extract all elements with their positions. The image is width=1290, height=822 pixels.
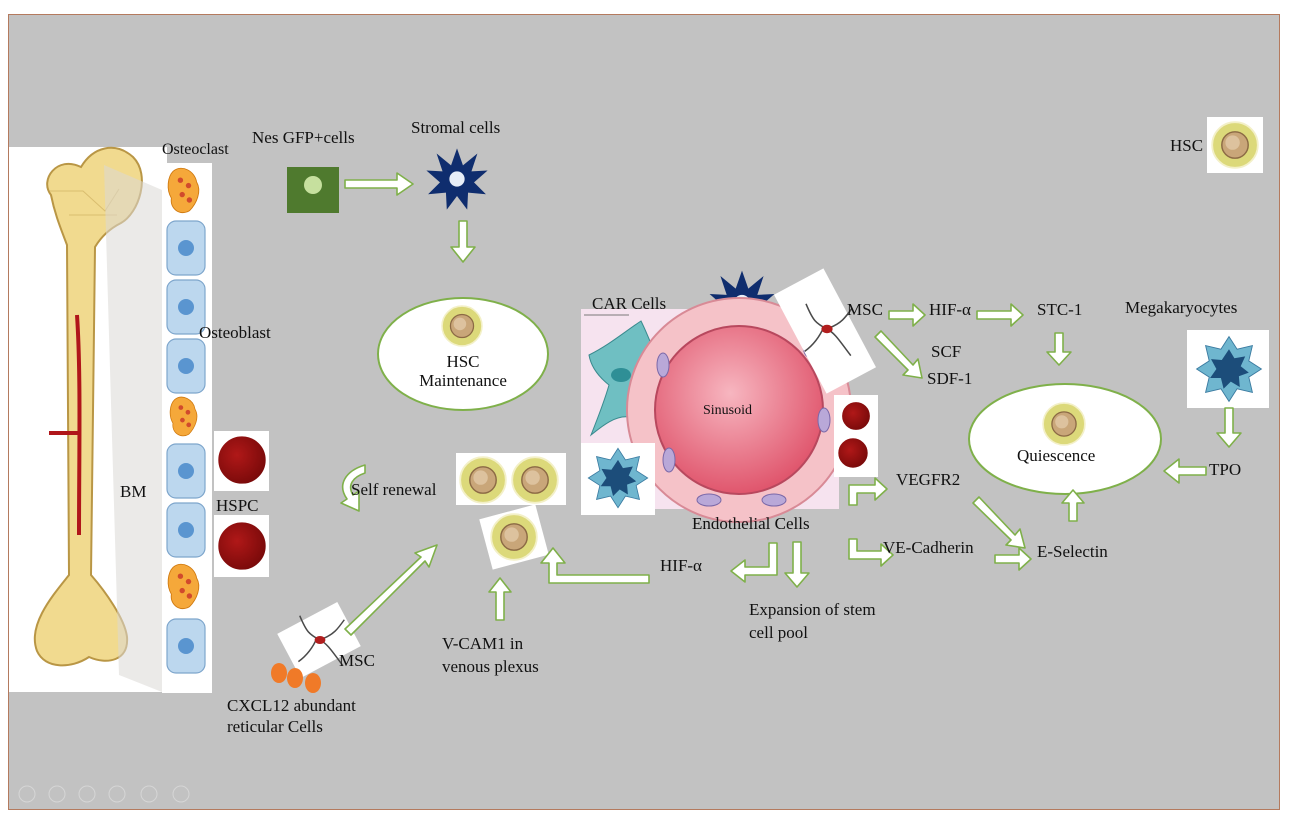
niche-column	[162, 163, 269, 693]
hsc-icon	[1042, 402, 1086, 446]
label-osteoblast: Osteoblast	[199, 323, 271, 342]
rbc-icon	[840, 400, 872, 432]
label-endothelial: Endothelial Cells	[692, 514, 810, 533]
osteoblast-icon	[166, 618, 206, 674]
hsc-icon	[1211, 121, 1259, 169]
arrow-icon	[340, 464, 366, 512]
osteoblast-icon	[166, 338, 206, 394]
slide-control-icon	[78, 785, 96, 803]
arrow-icon	[540, 547, 650, 584]
label-stromal: Stromal cells	[411, 118, 501, 137]
slide-control-icon	[108, 785, 126, 803]
label-megakaryocytes: Megakaryocytes	[1125, 298, 1238, 317]
slide-control-icon	[172, 785, 190, 803]
diagram-frame: Osteoclast Osteoblast BM HSPC Nes GFP+ce…	[8, 14, 1280, 810]
label-nes-gfp: Nes GFP+cells	[252, 128, 355, 147]
hsc-icon	[490, 513, 538, 561]
label-osteoclast: Osteoclast	[162, 141, 229, 158]
slide-controls[interactable]	[18, 785, 190, 803]
arrow-icon	[848, 538, 894, 567]
hsc-icon	[459, 456, 507, 504]
arrows	[340, 172, 1242, 636]
label-self-renewal: Self renewal	[351, 480, 437, 499]
rbc-icon	[836, 436, 870, 470]
label-vegfr2: VEGFR2	[896, 470, 961, 489]
arrow-icon	[848, 477, 888, 506]
arrow-icon	[344, 172, 414, 196]
osteoblast-icon	[166, 443, 206, 499]
arrow-icon	[976, 303, 1024, 327]
arrow-icon	[888, 303, 926, 327]
arrow-icon	[730, 542, 778, 583]
arrow-icon	[994, 547, 1032, 571]
label-quiescence: Quiescence	[1017, 446, 1096, 465]
sinusoid-panel	[581, 297, 852, 523]
arrow-icon	[488, 577, 512, 621]
label-hsc-legend: HSC	[1170, 136, 1204, 155]
label-vcam1: V-CAM1 in venous plexus	[442, 634, 539, 676]
hsc-icon	[441, 305, 483, 347]
label-scf: SCF	[931, 342, 962, 361]
bone-icon	[33, 147, 143, 667]
slide-control-icon	[18, 785, 36, 803]
label-msc-top: MSC	[847, 300, 883, 319]
label-expansion: Expansion of stem cell pool	[749, 600, 876, 642]
hspc-icon	[215, 433, 269, 487]
hspc-icon	[215, 519, 269, 573]
megakaryocyte-icon	[587, 447, 649, 509]
arrow-icon	[874, 330, 923, 379]
slide-control-icon	[140, 785, 158, 803]
label-sdf1: SDF-1	[927, 369, 973, 388]
label-e-selectin: E-Selectin	[1037, 542, 1108, 561]
label-sinusoid: Sinusoid	[703, 403, 753, 418]
label-bm: BM	[120, 482, 147, 501]
stromal-cell-icon	[426, 148, 488, 210]
osteoblast-icon	[166, 220, 206, 276]
megakaryocyte-icon	[1196, 336, 1262, 402]
cxcl12-cell-icon	[271, 663, 321, 693]
arrow-icon	[450, 220, 476, 263]
arrow-icon	[1163, 458, 1207, 484]
hsc-maintenance-ellipse	[377, 297, 549, 411]
osteoblast-icon	[166, 502, 206, 558]
arrow-icon	[1061, 489, 1085, 522]
label-tpo: TPO	[1209, 460, 1242, 479]
arrow-icon	[344, 544, 438, 636]
label-msc-bottom: MSC	[339, 651, 375, 670]
arrow-icon	[972, 496, 1026, 549]
arrow-icon	[1046, 332, 1072, 366]
bone-panel	[9, 147, 167, 692]
label-car-cells: CAR Cells	[592, 294, 667, 313]
diagram-canvas	[9, 117, 1269, 803]
slide-control-icon	[48, 785, 66, 803]
arrow-icon	[1216, 407, 1242, 448]
arrow-icon	[784, 541, 810, 588]
label-stc1: STC-1	[1037, 300, 1083, 319]
label-hif-bottom: HIF-α	[660, 556, 702, 575]
label-hif-top: HIF-α	[929, 300, 971, 319]
label-hspc: HSPC	[216, 496, 259, 515]
hsc-icon	[511, 456, 559, 504]
label-cxcl12: CXCL12 abundant reticular Cells	[227, 696, 356, 737]
label-hsc-maintenance: HSC Maintenance	[419, 352, 507, 390]
label-ve-cadherin: VE-Cadherin	[883, 538, 974, 557]
